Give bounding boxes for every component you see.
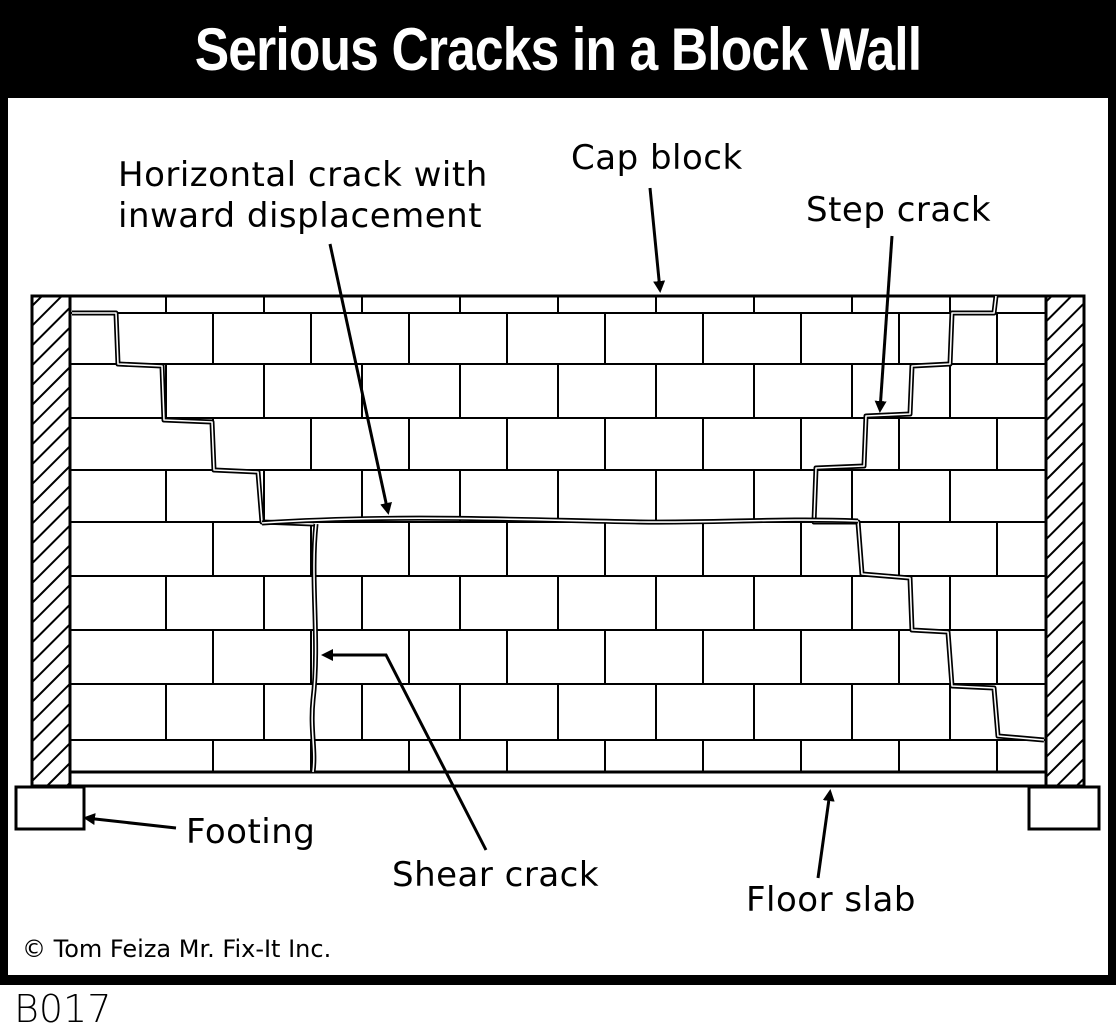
horizontal-crack-label-line2: inward displacement	[118, 196, 483, 236]
right-step-crack	[811, 295, 1045, 743]
left-step-crack	[72, 310, 315, 527]
block-wall-diagram	[14, 187, 1101, 879]
shear-crack-label: Shear crack	[392, 855, 600, 895]
horizontal-crack	[261, 515, 859, 526]
shear-crack-arrow	[321, 649, 488, 851]
cap-block-arrow	[648, 187, 666, 293]
horizontal-crack-label-line1: Horizontal crack with	[118, 155, 488, 195]
footing-label: Footing	[186, 812, 316, 852]
diagram-code: B017	[14, 987, 112, 1031]
diagram-title: Serious Cracks in a Block Wall	[194, 15, 922, 83]
left-side-wall-hatch	[30, 294, 72, 788]
step-crack-label: Step crack	[806, 190, 992, 230]
cap-block-label: Cap block	[571, 138, 743, 178]
diagram-panel: Horizontal crack with inward displacemen…	[8, 98, 1108, 975]
shear-crack	[309, 523, 319, 773]
copyright-notice: © Tom Feiza Mr. Fix-It Inc.	[22, 935, 332, 963]
block-courses	[70, 296, 1046, 773]
right-side-wall-hatch	[1044, 294, 1086, 788]
footing-arrow	[83, 813, 177, 830]
diagram-frame: Serious Cracks in a Block Wall	[0, 0, 1116, 985]
floor-slab-arrow	[816, 789, 835, 879]
horizontal-crack-arrow	[328, 243, 392, 515]
step-crack-arrow	[874, 235, 894, 413]
left-footing	[14, 785, 86, 831]
floor-slab-label: Floor slab	[746, 880, 916, 920]
right-footing	[1027, 785, 1101, 831]
